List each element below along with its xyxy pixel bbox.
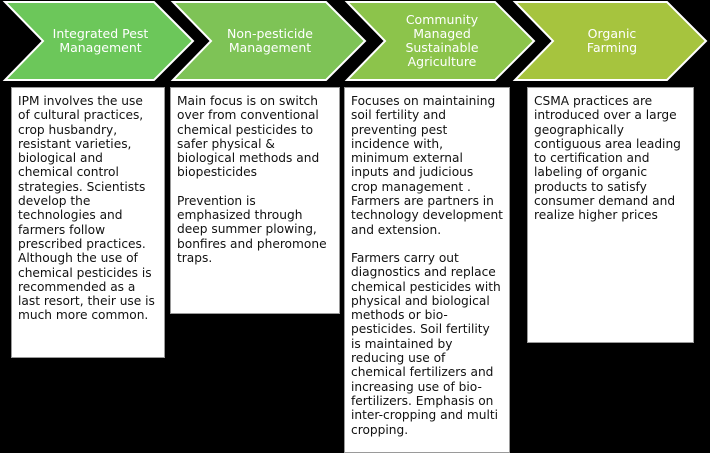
stage-4-description: CSMA practices are introduced over a lar…: [527, 87, 694, 343]
stage-4-title: Organic Farming: [586, 26, 638, 55]
stage-3-description: Focuses on maintaining soil fertility an…: [344, 87, 510, 453]
stage-4-paragraph: CSMA practices are introduced over a lar…: [534, 94, 681, 223]
stage-3-paragraph: Farmers carry out diagnostics and replac…: [351, 250, 501, 437]
stage-1-paragraph: IPM involves the use of cultural practic…: [18, 94, 155, 323]
stage-2-description: Main focus is on switch over from conven…: [170, 87, 340, 314]
chevron-row: [2, 0, 708, 81]
stage-3-paragraph: Focuses on maintaining soil fertility an…: [351, 94, 503, 237]
chevron-stage-1: [2, 0, 195, 81]
stage-3-title: Community Managed Sustainable Agricultur…: [405, 12, 479, 69]
chevron-stage-4: [512, 0, 708, 81]
stage-1-description: IPM involves the use of cultural practic…: [11, 87, 165, 358]
stage-2-paragraph: Main focus is on switch over from conven…: [177, 94, 320, 180]
chevron-stage-3: [344, 0, 536, 81]
stage-2-paragraph: Prevention is emphasized through deep su…: [177, 193, 327, 265]
stage-2-title: Non-pesticide Management: [227, 26, 313, 55]
chevron-stage-2: [170, 0, 367, 81]
stage-1-title: Integrated Pest Management: [52, 26, 149, 55]
